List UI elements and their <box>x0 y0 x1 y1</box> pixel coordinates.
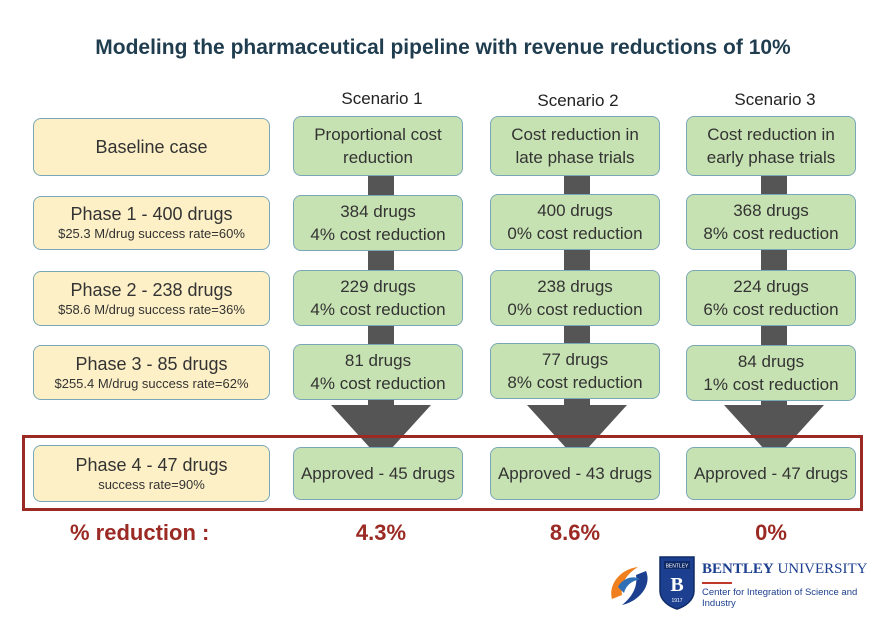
scenario-2-phase-2-drugs: 238 drugs <box>537 277 613 296</box>
scenario-1-phase-2-cost: 4% cost reduction <box>310 300 446 319</box>
scenario-2-phase-1-cost: 0% cost reduction <box>507 224 643 243</box>
reduction-label: % reduction : <box>70 520 210 545</box>
baseline-case-label: Baseline case <box>95 137 208 157</box>
scenario-2-approved-label: Approved - 43 drugs <box>497 464 653 483</box>
phase-1-box: Phase 1 - 400 drugs $25.3 M/drug success… <box>33 196 270 250</box>
baseline-case-box: Baseline case <box>33 118 270 176</box>
scenario-3-phase-3-cost: 1% cost reduction <box>703 375 839 394</box>
scenario-3-header-box: Cost reduction in early phase trials <box>686 116 856 176</box>
scenario-1-header-line-1: Proportional cost <box>314 125 442 144</box>
scenario-1-phase-3-cost: 4% cost reduction <box>310 374 446 393</box>
logo-divider <box>702 582 732 584</box>
scenario-1-header-box: Proportional cost reduction <box>293 116 463 176</box>
scenario-3-down-arrow-icon <box>724 405 824 460</box>
scenario-2-phase-2-cost: 0% cost reduction <box>507 300 643 319</box>
scenario-2-phase-3-cost: 8% cost reduction <box>507 373 643 392</box>
scenario-3-phase-2-drugs: 224 drugs <box>733 277 809 296</box>
scenario-2-phase-3-drugs: 77 drugs <box>541 350 609 369</box>
scenario-3-phase-2-box: 224 drugs 6% cost reduction <box>686 270 856 326</box>
phase-1-detail: $25.3 M/drug success rate=60% <box>58 226 245 241</box>
scenario-2-phase-1-drugs: 400 drugs <box>537 201 613 220</box>
scenario-3-phase-3-box: 84 drugs 1% cost reduction <box>686 345 856 401</box>
phase-4-label: Phase 4 - 47 drugs <box>75 454 228 475</box>
scenario-3-phase-1-drugs: 368 drugs <box>733 201 809 220</box>
scenario-2-header-box: Cost reduction in late phase trials <box>490 116 660 176</box>
scenario-2-header-line-2: late phase trials <box>515 148 635 167</box>
university-name-rest: UNIVERSITY <box>773 561 868 577</box>
scenario-3-reduction: 0% <box>755 520 787 545</box>
scenario-3-phase-2-cost: 6% cost reduction <box>703 300 839 319</box>
scenario-3-phase-1-box: 368 drugs 8% cost reduction <box>686 194 856 250</box>
bentley-shield-icon: BENTLEY B 1917 <box>659 556 695 610</box>
scenario-3-phase-3-drugs: 84 drugs <box>737 352 805 371</box>
scenario-2-phase-2-box: 238 drugs 0% cost reduction <box>490 270 660 326</box>
shield-top-text: BENTLEY <box>666 564 689 570</box>
scenario-1-phase-1-drugs: 384 drugs <box>340 202 416 221</box>
scenario-3-header-line-2: early phase trials <box>706 148 836 167</box>
phase-2-detail: $58.6 M/drug success rate=36% <box>58 301 245 317</box>
phase-3-label: Phase 3 - 85 drugs <box>75 353 228 374</box>
scenario-1-phase-2-box: 229 drugs 4% cost reduction <box>293 270 463 326</box>
scenario-2-title: Scenario 2 <box>537 91 619 110</box>
phase-3-detail: $255.4 M/drug success rate=62% <box>54 375 249 391</box>
phase-3-box: Phase 3 - 85 drugs $255.4 M/drug success… <box>33 345 270 400</box>
bentley-logo: BENTLEY B 1917 BENTLEY UNIVERSITY Center… <box>606 555 876 615</box>
scenario-1-approved-label: Approved - 45 drugs <box>300 464 456 483</box>
scenario-1-phase-1-box: 384 drugs 4% cost reduction <box>293 195 463 251</box>
scenario-1-title: Scenario 1 <box>341 89 423 108</box>
cisi-swirl-icon <box>611 567 648 605</box>
scenario-2-down-arrow-icon <box>527 405 627 460</box>
scenario-1-phase-3-drugs: 81 drugs <box>344 351 412 370</box>
scenario-2-header-line-1: Cost reduction in <box>511 125 639 144</box>
phase-2-label: Phase 2 - 238 drugs <box>70 279 233 300</box>
phase-4-box: Phase 4 - 47 drugs success rate=90% <box>33 445 270 502</box>
shield-year: 1917 <box>671 598 682 604</box>
scenario-3-title: Scenario 3 <box>734 90 816 109</box>
scenario-1-phase-1-cost: 4% cost reduction <box>310 225 446 244</box>
scenario-1-approved-box: Approved - 45 drugs <box>293 447 463 500</box>
scenario-3-approved-box: Approved - 47 drugs <box>686 447 856 500</box>
diagram-title: Modeling the pharmaceutical pipeline wit… <box>95 36 791 59</box>
scenario-1-phase-3-box: 81 drugs 4% cost reduction <box>293 344 463 400</box>
scenario-1-down-arrow-icon <box>331 405 431 460</box>
scenario-2-phase-3-box: 77 drugs 8% cost reduction <box>490 343 660 399</box>
scenario-3-approved-label: Approved - 47 drugs <box>693 464 849 483</box>
phase-1-label: Phase 1 - 400 drugs <box>70 204 233 224</box>
university-name-bold: BENTLEY <box>702 561 774 577</box>
scenario-1-phase-2-drugs: 229 drugs <box>340 277 416 296</box>
scenario-2-approved-box: Approved - 43 drugs <box>490 447 660 500</box>
shield-letter: B <box>670 574 683 596</box>
phase-4-detail: success rate=90% <box>98 476 205 492</box>
scenario-3-phase-1-cost: 8% cost reduction <box>703 224 839 243</box>
center-name: Center for Integration of Science and In… <box>702 587 858 609</box>
approved-row-highlight-frame <box>22 435 863 511</box>
scenario-2-phase-1-box: 400 drugs 0% cost reduction <box>490 194 660 250</box>
scenario-1-reduction: 4.3% <box>355 520 407 545</box>
scenario-1-header-line-2: reduction <box>343 148 413 167</box>
phase-2-box: Phase 2 - 238 drugs $58.6 M/drug success… <box>33 271 270 326</box>
university-name: BENTLEY UNIVERSITY <box>702 561 867 578</box>
scenario-3-header-line-1: Cost reduction in <box>707 125 835 144</box>
scenario-2-reduction: 8.6% <box>549 520 601 545</box>
